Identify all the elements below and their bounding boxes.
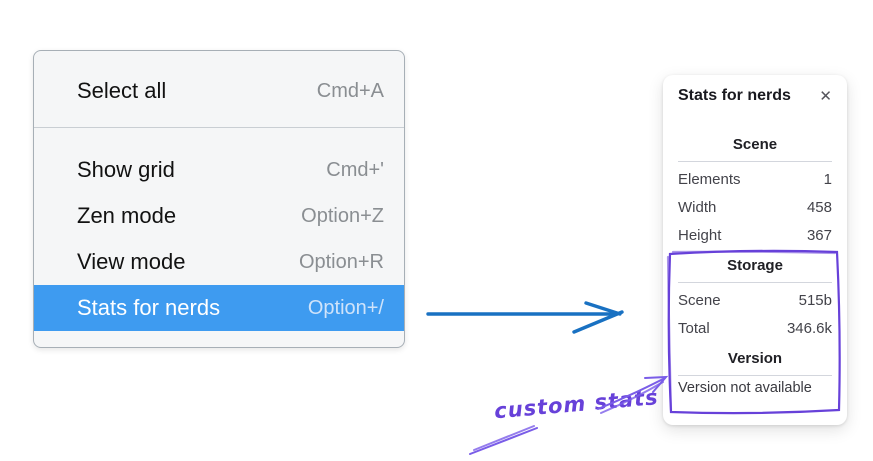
close-icon[interactable]: ✕ — [819, 87, 832, 105]
section-title-storage: Storage — [727, 257, 783, 274]
stat-label: Height — [678, 226, 722, 244]
stat-row-height: Height 367 — [678, 221, 832, 249]
context-menu: Select all Cmd+A Show grid Cmd+' Zen mod… — [33, 50, 405, 348]
annotation-arrow — [597, 375, 669, 414]
section-title-version: Version — [727, 350, 783, 367]
stats-panel-title: Stats for nerds — [678, 87, 791, 104]
blue-arrow — [426, 301, 624, 334]
menu-item-label: View mode — [77, 249, 186, 274]
stat-label: Elements — [678, 170, 741, 188]
menu-item-label: Show grid — [77, 157, 175, 182]
stat-label: Scene — [678, 291, 721, 309]
stat-label: Width — [678, 198, 717, 216]
custom-stats-annotation: custom stats — [493, 385, 660, 424]
section-title-scene: Scene — [732, 136, 778, 153]
stat-value: 515b — [798, 291, 832, 309]
menu-item-show-grid[interactable]: Show grid Cmd+' — [34, 147, 404, 193]
menu-item-label: Zen mode — [77, 203, 177, 228]
menu-item-stats-for-nerds[interactable]: Stats for nerds Option+/ — [34, 285, 404, 331]
stat-label: Total — [678, 319, 710, 337]
divider — [678, 161, 832, 162]
menu-separator — [34, 127, 404, 128]
menu-item-zen-mode[interactable]: Zen mode Option+Z — [34, 193, 404, 239]
menu-item-label: Select all — [77, 78, 167, 103]
stat-row-scene-size: Scene 515b — [678, 286, 832, 314]
stat-row-width: Width 458 — [678, 193, 832, 221]
stat-value: 367 — [806, 226, 832, 244]
divider — [678, 375, 832, 376]
stat-value: 458 — [806, 198, 832, 216]
menu-item-select-all[interactable]: Select all Cmd+A — [34, 55, 404, 127]
stat-row-elements: Elements 1 — [678, 165, 832, 193]
menu-item-label: Stats for nerds — [77, 295, 221, 320]
menu-item-shortcut: Cmd+A — [316, 79, 384, 102]
divider — [678, 282, 832, 283]
version-note: Version not available — [678, 380, 812, 396]
menu-item-view-mode[interactable]: View mode Option+R — [34, 239, 404, 285]
menu-item-shortcut: Option+/ — [307, 296, 384, 319]
stat-value: 346.6k — [786, 319, 832, 337]
menu-item-shortcut: Option+R — [298, 250, 384, 273]
stat-row-total-size: Total 346.6k — [678, 314, 832, 342]
annotation-tail-line — [469, 425, 538, 455]
stat-value: 1 — [823, 170, 832, 188]
menu-item-shortcut: Cmd+' — [326, 158, 384, 181]
stats-panel: Stats for nerds ✕ Scene Elements 1 Width… — [663, 75, 847, 425]
menu-item-shortcut: Option+Z — [301, 204, 384, 227]
